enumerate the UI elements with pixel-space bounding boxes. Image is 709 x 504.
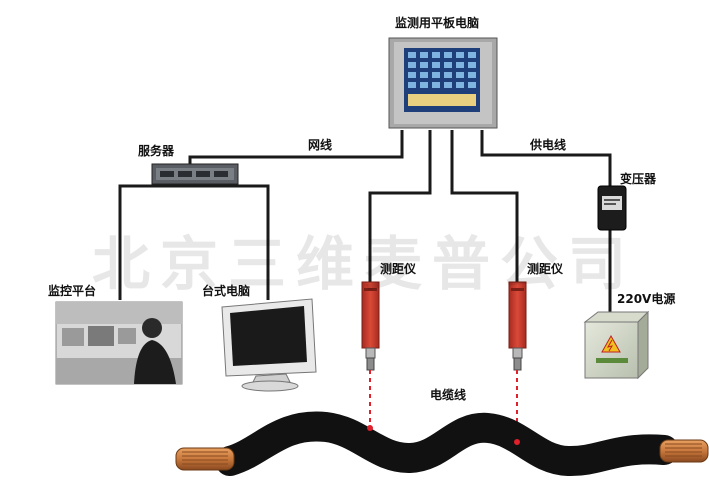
transformer bbox=[597, 185, 627, 231]
server bbox=[151, 163, 239, 185]
server-label: 服务器 bbox=[138, 144, 175, 158]
rangefinder-2-label: 测距仪 bbox=[527, 262, 564, 276]
desktop-pc bbox=[221, 298, 317, 392]
monitor-platform-photo bbox=[55, 301, 183, 385]
network-cable-label: 网线 bbox=[308, 138, 333, 152]
copper-end-right bbox=[659, 439, 709, 463]
desktop-pc-label: 台式电脑 bbox=[202, 284, 251, 298]
tablet-screen-content bbox=[408, 52, 476, 106]
laser-spot-2 bbox=[514, 439, 520, 445]
transformer-label: 变压器 bbox=[620, 172, 657, 186]
network-cable-line bbox=[188, 130, 404, 168]
rangefinder-1 bbox=[361, 281, 380, 371]
tablet-to-rangefinder-2-line bbox=[450, 130, 519, 282]
power-box bbox=[583, 310, 650, 380]
watermark: 北京三维麦普公司 bbox=[92, 230, 637, 298]
rangefinder-1-label: 测距仪 bbox=[380, 262, 417, 276]
monitor-platform-label: 监控平台 bbox=[48, 284, 97, 298]
tablet-pc bbox=[388, 37, 498, 129]
warning-icon bbox=[601, 334, 621, 353]
tablet-pc-label: 监测用平板电脑 bbox=[395, 16, 480, 30]
power-line bbox=[480, 130, 612, 186]
cable bbox=[175, 411, 709, 477]
copper-end-left bbox=[175, 447, 235, 471]
power-line-label: 供电线 bbox=[530, 138, 567, 152]
server-to-monitor-line bbox=[118, 184, 195, 300]
cable-label: 电缆线 bbox=[430, 388, 467, 402]
server-to-desktop-line bbox=[195, 184, 270, 300]
power-source-label: 220V电源 bbox=[617, 292, 676, 306]
tablet-to-rangefinder-1-line bbox=[368, 130, 432, 282]
connection-lines bbox=[118, 130, 612, 316]
rangefinder-2 bbox=[508, 281, 527, 371]
laser-spot-1 bbox=[367, 425, 373, 431]
